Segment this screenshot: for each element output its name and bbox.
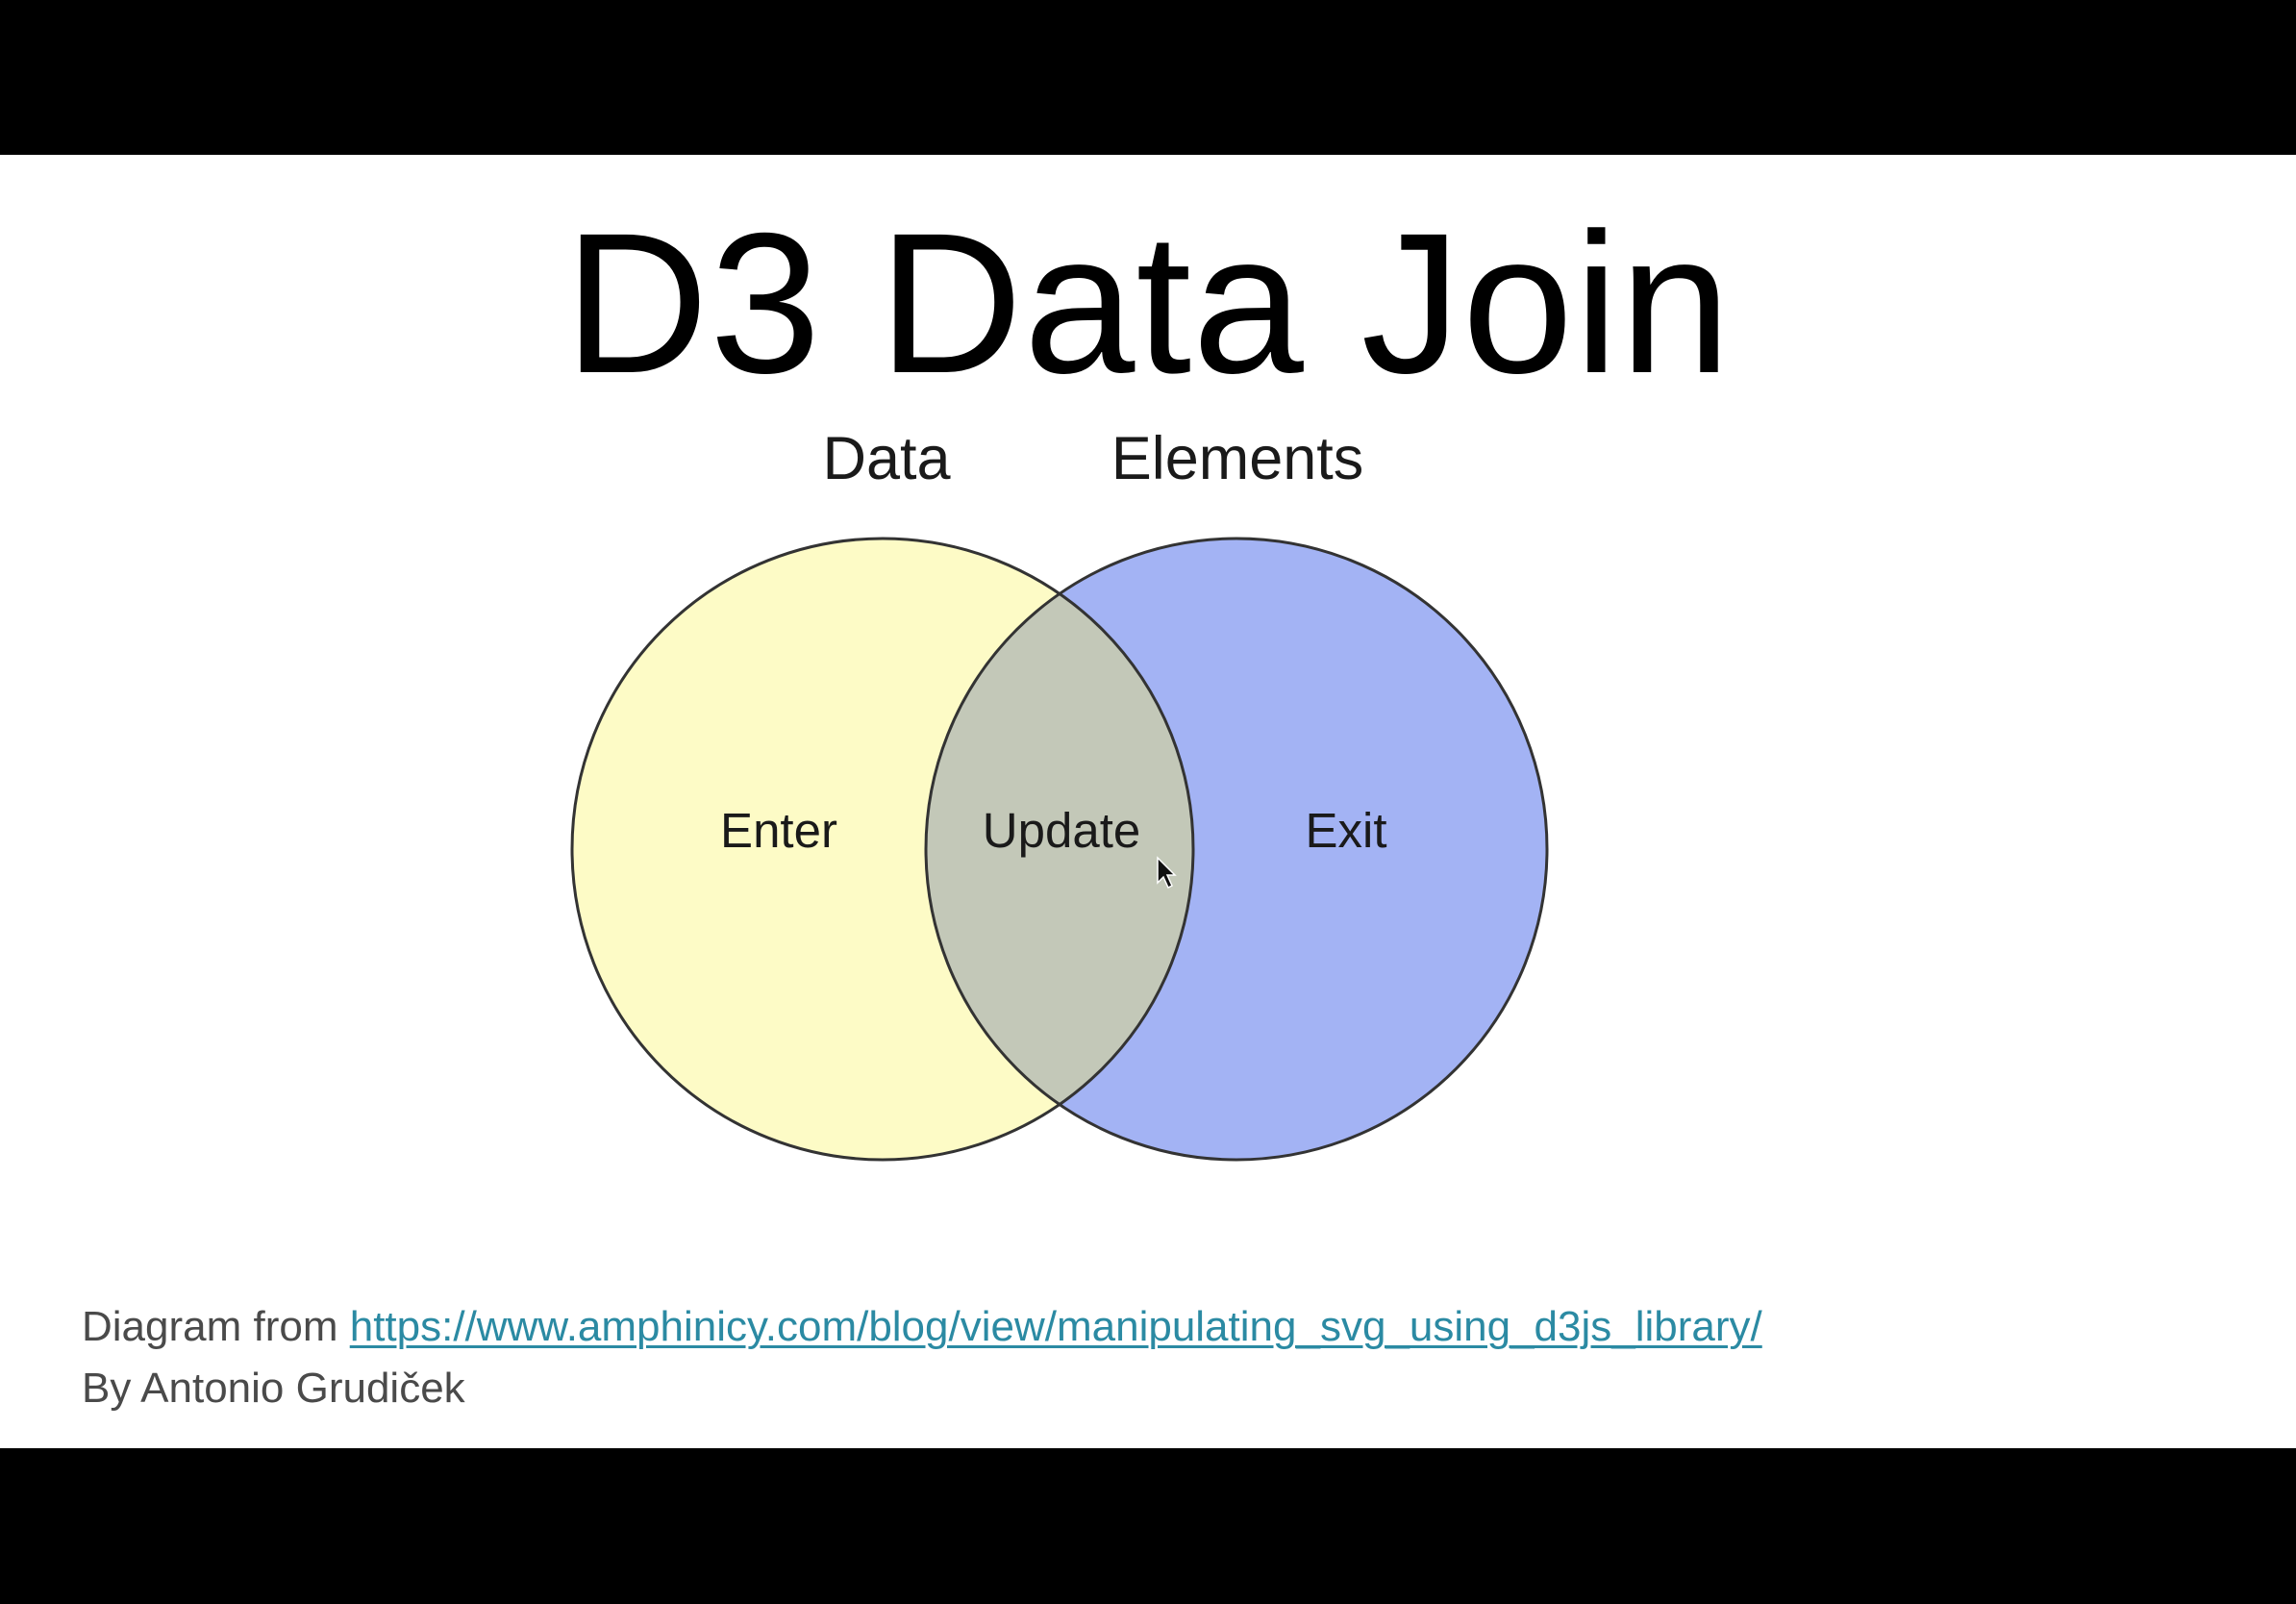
- source-link[interactable]: https://www.amphinicy.com/blog/view/mani…: [349, 1303, 1762, 1350]
- elements-set-outline: [924, 537, 1549, 1162]
- slide-title: D3 Data Join: [563, 192, 1733, 415]
- footer-credit: Diagram from https://www.amphinicy.com/b…: [82, 1296, 1762, 1419]
- update-region-label: Update: [983, 803, 1140, 858]
- data-set-outline: [570, 537, 1195, 1162]
- source-line: Diagram from https://www.amphinicy.com/b…: [82, 1296, 1762, 1358]
- author-line: By Antonio Grudiček: [82, 1365, 465, 1412]
- mouse-pointer-icon: [1157, 856, 1177, 890]
- venn-diagram: Data Elements Enter Update Exit: [570, 425, 1549, 1162]
- exit-region-label: Exit: [1305, 803, 1386, 858]
- elements-set-label: Elements: [1111, 425, 1364, 492]
- credit-prefix: Diagram from: [82, 1303, 338, 1350]
- slide: D3 Data Join Data Elements Enter Update …: [0, 155, 2296, 1448]
- data-set-label: Data: [822, 425, 951, 492]
- update-overlap-region: [926, 539, 1193, 1160]
- enter-region-label: Enter: [720, 803, 837, 858]
